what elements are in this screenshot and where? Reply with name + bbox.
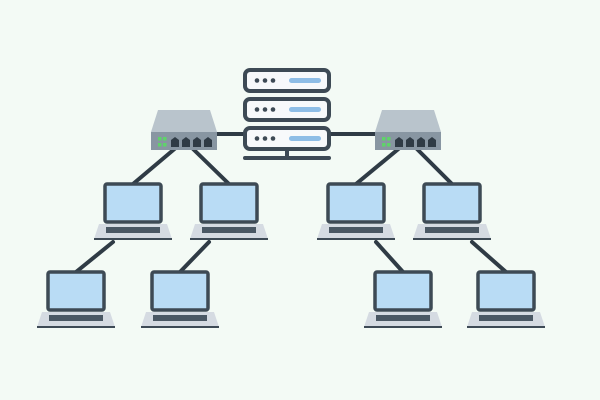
server-status-dot bbox=[270, 136, 276, 141]
server-unit bbox=[243, 126, 331, 151]
link-laptop-3-to-switch-right bbox=[354, 144, 404, 186]
switch-port bbox=[171, 137, 179, 147]
switch-port bbox=[406, 137, 414, 147]
laptop-screen bbox=[150, 270, 210, 312]
laptop-keyboard bbox=[49, 315, 103, 321]
switch-port bbox=[204, 137, 212, 147]
laptop-icon bbox=[364, 270, 442, 328]
laptop-icon bbox=[467, 270, 545, 328]
server-unit bbox=[243, 68, 331, 93]
link-laptop-1-to-switch-left bbox=[131, 144, 180, 186]
server-status-dot bbox=[270, 107, 276, 112]
switch-port bbox=[428, 137, 436, 147]
laptop-screen bbox=[422, 182, 482, 224]
server-unit bbox=[243, 97, 331, 122]
server-status-dot bbox=[254, 107, 260, 112]
laptop-keyboard bbox=[153, 315, 207, 321]
laptop-screen bbox=[103, 182, 163, 224]
server-status-dot bbox=[254, 78, 260, 83]
connection-links bbox=[74, 132, 508, 274]
server-status-dot bbox=[262, 78, 268, 83]
switch-port bbox=[417, 137, 425, 147]
link-laptop-5-to-laptop-1 bbox=[74, 240, 115, 274]
switch-led bbox=[163, 143, 167, 147]
laptop-screen bbox=[373, 270, 433, 312]
switch-led bbox=[387, 143, 391, 147]
laptop-screen bbox=[476, 270, 536, 312]
laptop-icon bbox=[413, 182, 491, 240]
network-switch-icon bbox=[151, 110, 217, 150]
switch-top-face bbox=[151, 110, 217, 132]
server-status-dot bbox=[270, 78, 276, 83]
laptop-screen bbox=[326, 182, 386, 224]
network-nodes bbox=[37, 68, 545, 328]
link-laptop-2-to-switch-left bbox=[188, 144, 231, 186]
laptop-keyboard bbox=[106, 227, 160, 233]
link-laptop-8-to-laptop-4 bbox=[470, 240, 508, 274]
switch-led bbox=[382, 137, 386, 141]
switch-led bbox=[387, 137, 391, 141]
laptop-icon bbox=[190, 182, 268, 240]
laptop-icon bbox=[37, 270, 115, 328]
server-status-dot bbox=[262, 107, 268, 112]
laptop-icon bbox=[94, 182, 172, 240]
server-status-dot bbox=[254, 136, 260, 141]
laptop-screen bbox=[199, 182, 259, 224]
network-switch-icon bbox=[375, 110, 441, 150]
switch-led bbox=[382, 143, 386, 147]
laptop-icon bbox=[141, 270, 219, 328]
server-unit-frame bbox=[243, 126, 331, 151]
laptop-keyboard bbox=[479, 315, 533, 321]
laptop-keyboard bbox=[329, 227, 383, 233]
server-unit-frame bbox=[243, 97, 331, 122]
server-rack-icon bbox=[243, 68, 331, 160]
laptop-keyboard bbox=[202, 227, 256, 233]
laptop-keyboard bbox=[376, 315, 430, 321]
switch-led bbox=[163, 137, 167, 141]
laptop-icon bbox=[317, 182, 395, 240]
switch-port bbox=[193, 137, 201, 147]
switch-port bbox=[395, 137, 403, 147]
server-drive-bar bbox=[289, 136, 321, 141]
link-laptop-7-to-laptop-3 bbox=[374, 240, 405, 274]
server-drive-bar bbox=[289, 107, 321, 112]
switch-top-face bbox=[375, 110, 441, 132]
switch-led bbox=[158, 143, 162, 147]
link-laptop-6-to-laptop-2 bbox=[178, 240, 211, 274]
server-unit-frame bbox=[243, 68, 331, 93]
server-drive-bar bbox=[289, 78, 321, 83]
link-laptop-4-to-switch-right bbox=[412, 144, 454, 186]
laptop-screen bbox=[46, 270, 106, 312]
server-status-dot bbox=[262, 136, 268, 141]
laptop-keyboard bbox=[425, 227, 479, 233]
switch-port bbox=[182, 137, 190, 147]
switch-led bbox=[158, 137, 162, 141]
